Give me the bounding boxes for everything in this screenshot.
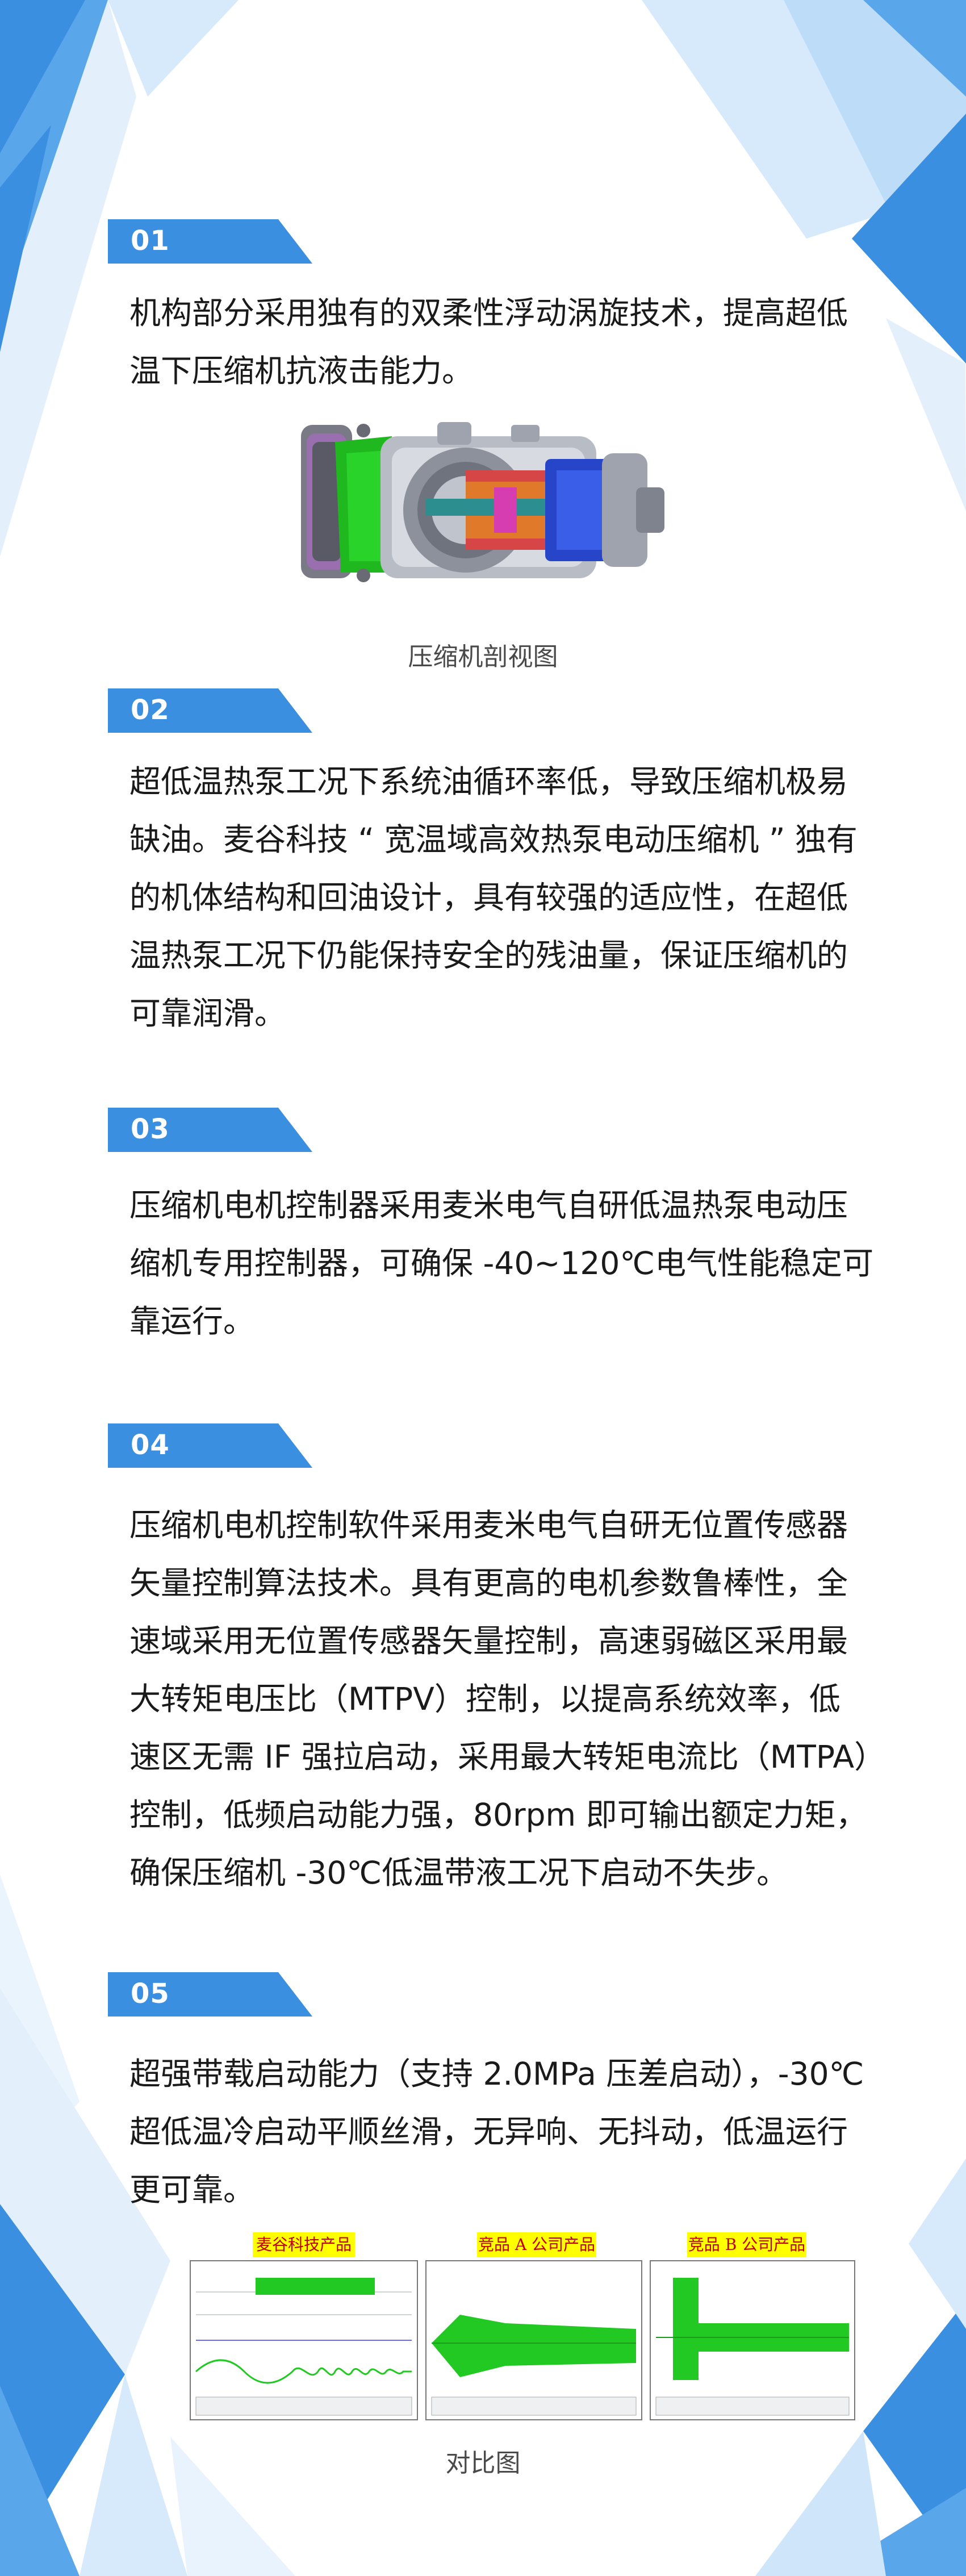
paragraph-line: 缩机专用控制器，可确保 -40~120℃电气性能稳定可: [129, 1245, 874, 1281]
paragraph-line: 超强带载启动能力（支持 2.0MPa 压差启动），-30℃: [129, 2056, 864, 2092]
section-number: 02: [131, 694, 170, 726]
paragraph-line: 超低温冷启动平顺丝滑，无异响、无抖动，低温运行: [129, 2114, 848, 2150]
section-paragraph: 压缩机电机控制器采用麦米电气自研低温热泵电动压 缩机专用控制器，可确保 -40~…: [129, 1176, 902, 1350]
paragraph-line: 确保压缩机 -30℃低温带液工况下启动不失步。: [129, 1855, 788, 1891]
paragraph-line: 温下压缩机抗液击能力。: [129, 353, 474, 389]
paragraph-line: 压缩机电机控制软件采用麦米电气自研无位置传感器: [129, 1507, 848, 1543]
section-paragraph: 机构部分采用独有的双柔性浮动涡旋技术，提高超低 温下压缩机抗液击能力。: [129, 284, 902, 400]
section-number-tag: 05: [108, 1972, 312, 2016]
panel-title: 竞品 B 公司产品: [688, 2235, 805, 2254]
panel-title: 麦谷科技产品: [256, 2235, 352, 2254]
panel-title: 竞品 A 公司产品: [478, 2235, 595, 2254]
paragraph-line: 控制，低频启动能力强，80rpm 即可输出额定力矩，: [129, 1797, 867, 1833]
paragraph-line: 可靠润滑。: [129, 995, 286, 1032]
section-paragraph: 压缩机电机控制软件采用麦米电气自研无位置传感器 矢量控制算法技术。具有更高的电机…: [129, 1496, 902, 1902]
section-number: 03: [131, 1113, 170, 1145]
paragraph-line: 更可靠。: [129, 2172, 255, 2208]
paragraph-line: 的机体结构和回油设计，具有较强的适应性，在超低: [129, 879, 848, 916]
paragraph-line: 温热泵工况下仍能保持安全的残油量，保证压缩机的: [129, 937, 848, 974]
paragraph-line: 机构部分采用独有的双柔性浮动涡旋技术，提高超低: [129, 295, 848, 331]
paragraph-line: 超低温热泵工况下系统油循环率低，导致压缩机极易: [129, 763, 848, 800]
section-number: 01: [131, 225, 170, 257]
paragraph-line: 缺油。麦谷科技 “ 宽温域高效热泵电动压缩机 ” 独有: [129, 821, 858, 858]
compressor-cutaway-image: [301, 422, 664, 582]
section-number: 05: [131, 1978, 170, 2010]
figure-caption: 压缩机剖视图: [408, 642, 558, 671]
paragraph-line: 靠运行。: [129, 1303, 255, 1339]
comparison-panel-1: 麦谷科技产品: [190, 2232, 418, 2420]
section-number: 04: [131, 1429, 170, 1461]
section-paragraph: 超强带载启动能力（支持 2.0MPa 压差启动），-30℃ 超低温冷启动平顺丝滑…: [129, 2045, 902, 2219]
section-number-tag: 04: [108, 1423, 312, 1468]
comparison-panel-3: 竞品 B 公司产品: [650, 2232, 855, 2420]
paragraph-line: 速域采用无位置传感器矢量控制，高速弱磁区采用最: [129, 1623, 848, 1659]
paragraph-line: 大转矩电压比（MTPV）控制，以提高系统效率，低: [129, 1681, 840, 1717]
section-number-tag: 03: [108, 1108, 312, 1152]
section-number-tag: 01: [108, 219, 312, 264]
section-paragraph: 超低温热泵工况下系统油循环率低，导致压缩机极易 缺油。麦谷科技 “ 宽温域高效热…: [129, 753, 902, 1042]
comparison-image: 麦谷科技产品 竞品 A 公司产品 竞品 B 公司产品: [190, 2232, 855, 2420]
comparison-panel-2: 竞品 A 公司产品: [425, 2232, 642, 2420]
paragraph-line: 速区无需 IF 强拉启动，采用最大转矩电流比（MTPA）: [129, 1739, 886, 1775]
section-number-tag: 02: [108, 688, 312, 733]
figure-caption: 对比图: [445, 2449, 521, 2478]
paragraph-line: 矢量控制算法技术。具有更高的电机参数鲁棒性，全: [129, 1565, 848, 1601]
paragraph-line: 压缩机电机控制器采用麦米电气自研低温热泵电动压: [129, 1187, 848, 1224]
